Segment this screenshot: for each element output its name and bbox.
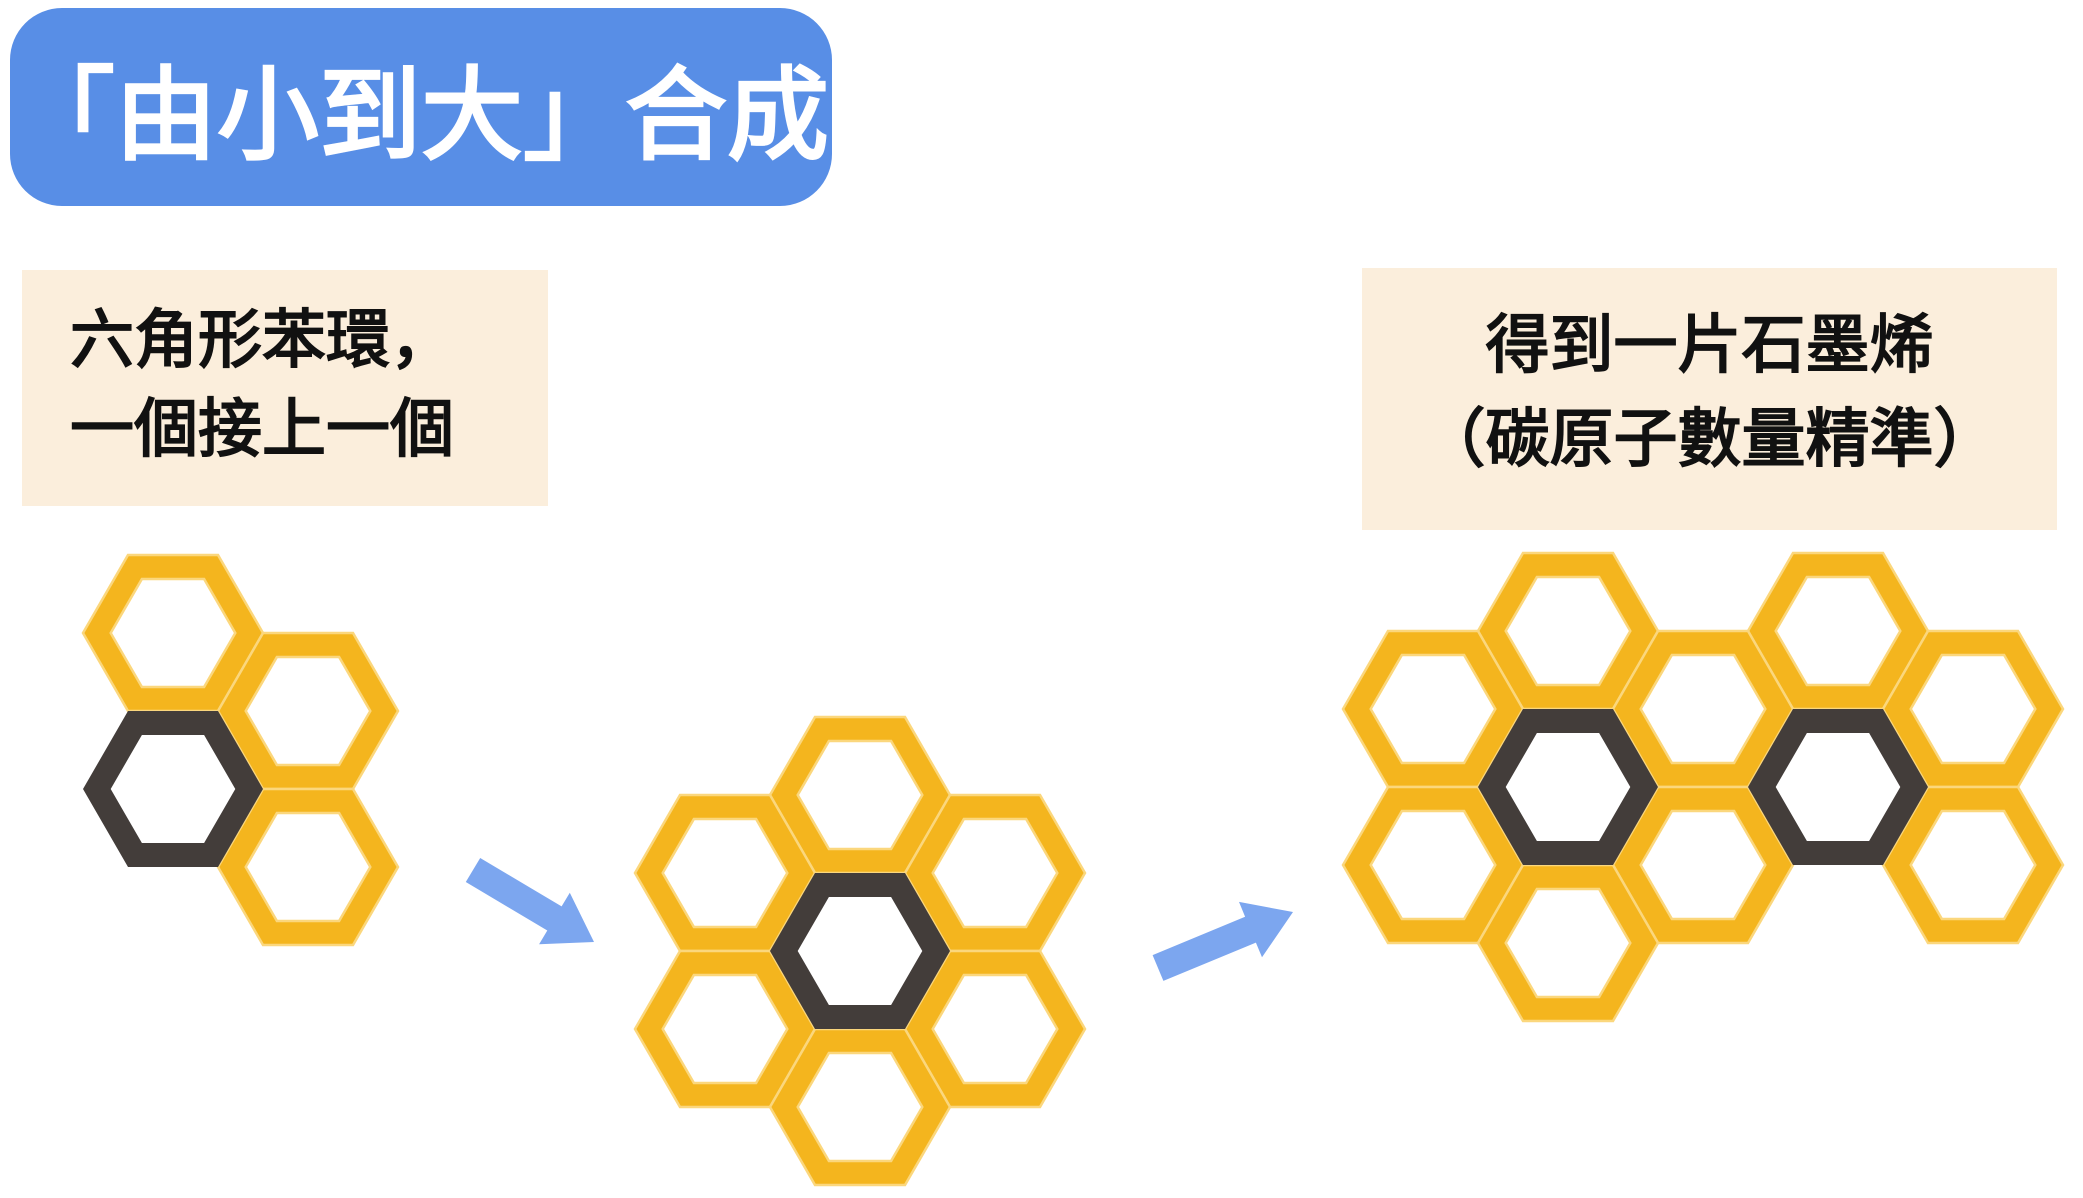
right-note: 得到一片石墨烯 （碳原子數量精準） <box>1362 268 2057 530</box>
title-badge: 「由小到大」合成 <box>10 8 832 206</box>
hexagon-ring-dark <box>1748 709 1928 865</box>
hex-cluster-benzene-rings-start <box>81 553 400 947</box>
left-note-line-2: 一個接上一個 <box>70 393 454 465</box>
right-note-line-2: （碳原子數量精準） <box>1421 403 1998 475</box>
hexagon-ring-yellow <box>1881 785 2065 945</box>
arrow-step-2-icon <box>1152 901 1293 981</box>
hexagon-ring-dark <box>770 873 950 1029</box>
arrow-step-1-icon <box>465 858 594 945</box>
hex-cluster-graphene-sheet <box>1341 551 2065 1023</box>
hexagon-ring-dark <box>83 711 263 867</box>
hexagon-ring-yellow <box>903 793 1087 953</box>
left-note-line-1: 六角形苯環， <box>70 304 454 376</box>
right-note-line-1: 得到一片石墨烯 <box>1485 309 1934 381</box>
left-note: 六角形苯環， 一個接上一個 <box>22 270 548 506</box>
hexagon-ring-dark <box>1478 709 1658 865</box>
hex-cluster-growing-flake <box>633 715 1087 1187</box>
